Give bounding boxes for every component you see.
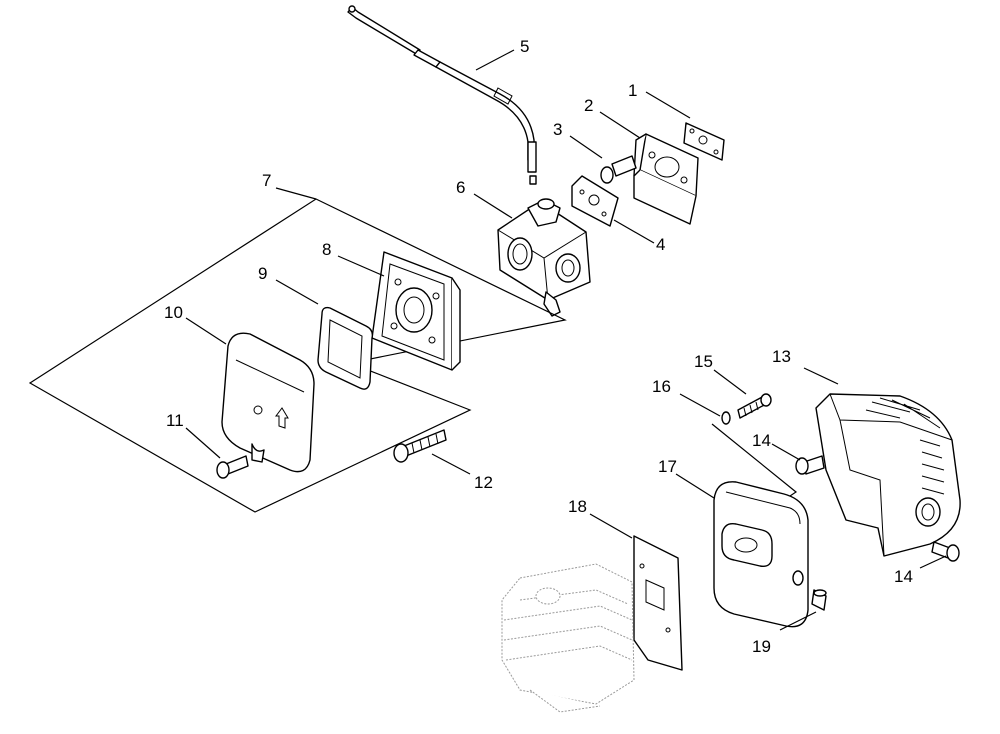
callout-12: 12 <box>474 473 493 492</box>
bolt-part-14-upper <box>795 455 825 475</box>
callout-19: 19 <box>752 637 771 656</box>
callout-5: 5 <box>520 37 529 56</box>
callout-11: 11 <box>166 411 184 430</box>
callout-6: 6 <box>456 178 465 197</box>
bolt-part-14-lower <box>931 541 960 562</box>
muffler-cover-part-13 <box>815 393 961 557</box>
insulator-part-2 <box>633 133 699 225</box>
bolt-part-15 <box>737 393 772 419</box>
heat-shield-part-18 <box>633 535 683 671</box>
filter-cover-part-10 <box>221 332 315 473</box>
carburetor-part-6 <box>497 198 591 317</box>
callout-labels: 1 2 3 4 5 6 7 8 9 10 11 12 13 14 14 15 1… <box>164 37 913 656</box>
muffler-part-17 <box>713 481 809 628</box>
screw-part-11 <box>216 455 249 479</box>
bolt-part-3 <box>600 155 637 184</box>
engine-cylinder-reference <box>501 563 635 713</box>
throttle-cable <box>347 5 537 185</box>
callout-15: 15 <box>694 352 713 371</box>
air-filter-assembly-outline <box>28 198 567 513</box>
callout-1: 1 <box>628 81 637 100</box>
callout-14-upper: 14 <box>752 431 771 450</box>
washer-part-16 <box>721 411 731 425</box>
callout-7: 7 <box>262 171 271 190</box>
callout-10: 10 <box>164 303 183 322</box>
callout-4: 4 <box>656 235 665 254</box>
leader-lines <box>185 49 947 631</box>
callout-16: 16 <box>652 377 671 396</box>
callout-13: 13 <box>772 347 791 366</box>
pin-part-19 <box>811 589 827 611</box>
callout-17: 17 <box>658 457 677 476</box>
callout-9: 9 <box>258 264 267 283</box>
bolt-part-12 <box>393 429 447 463</box>
callout-3: 3 <box>553 120 562 139</box>
air-filter-base-part-8 <box>371 251 461 371</box>
gasket-part-1 <box>683 122 725 161</box>
callout-18: 18 <box>568 497 587 516</box>
callout-2: 2 <box>584 96 593 115</box>
callout-14-lower: 14 <box>894 567 913 586</box>
callout-8: 8 <box>322 240 331 259</box>
filter-element-part-9 <box>317 306 374 390</box>
gasket-part-4 <box>571 175 619 227</box>
